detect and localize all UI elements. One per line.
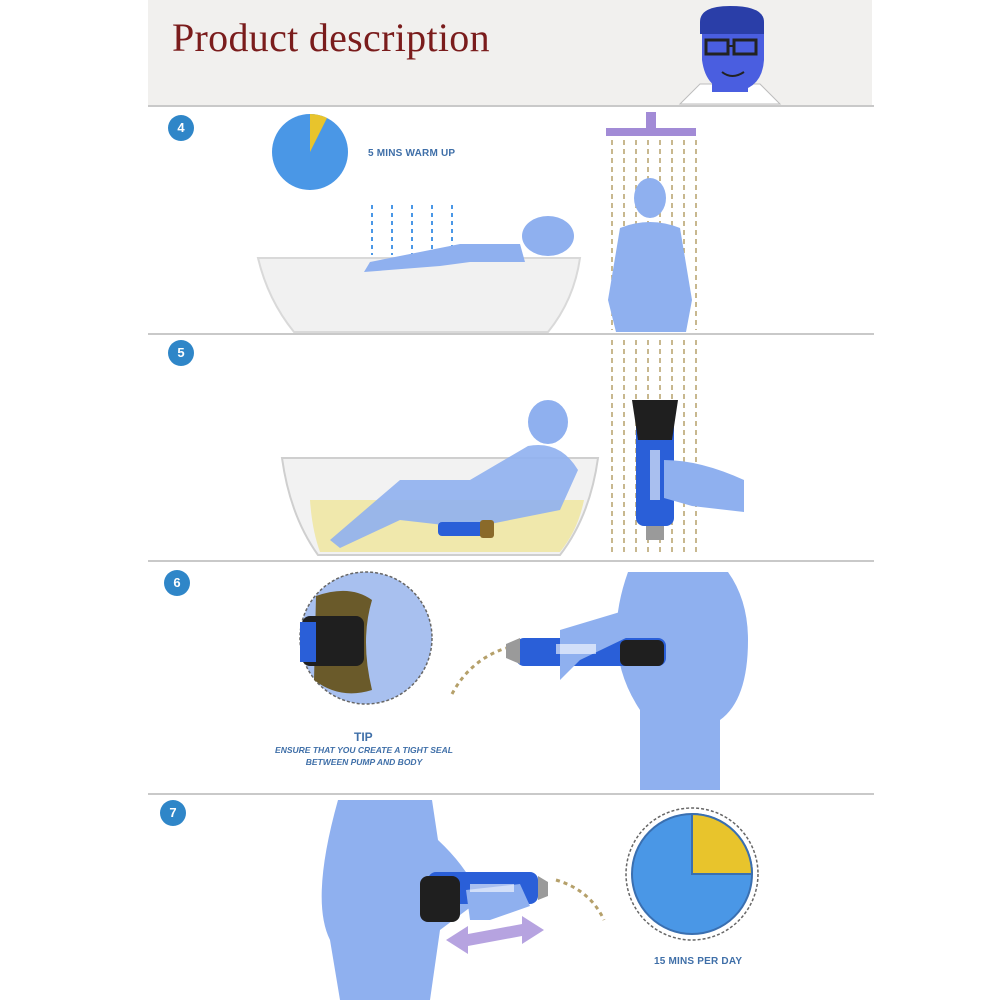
daily-pie-chart bbox=[625, 807, 759, 941]
divider-line bbox=[148, 333, 874, 335]
hand-holding-pump bbox=[632, 400, 744, 540]
seal-detail-circle bbox=[299, 571, 433, 705]
dotted-arrow-curve-2 bbox=[555, 878, 606, 921]
step-badge: 4 bbox=[168, 115, 194, 141]
step-badge: 5 bbox=[168, 340, 194, 366]
shower-head bbox=[606, 112, 696, 136]
heat-rising-lines bbox=[371, 205, 453, 255]
tip-text-line-2: BETWEEN PUMP AND BODY bbox=[305, 757, 423, 767]
step-badge: 7 bbox=[160, 800, 186, 826]
scientist-avatar-icon bbox=[678, 6, 782, 105]
standing-person-side-pump bbox=[506, 572, 748, 790]
warmup-pie-chart bbox=[272, 113, 348, 190]
dotted-arrow-curve bbox=[450, 646, 507, 695]
tip-title: TIP bbox=[354, 730, 373, 744]
divider-line bbox=[148, 793, 874, 795]
divider-line bbox=[148, 560, 874, 562]
page-title: Product description bbox=[172, 15, 490, 60]
back-forth-arrow bbox=[446, 916, 544, 954]
divider-line bbox=[148, 105, 874, 107]
tip-text-line-1: ENSURE THAT YOU CREATE A TIGHT SEAL bbox=[275, 745, 453, 755]
warmup-caption: 5 MINS WARM UP bbox=[368, 148, 456, 159]
bathtub-lying-person bbox=[256, 216, 582, 333]
step-badge: 6 bbox=[164, 570, 190, 596]
daily-caption: 15 MINS PER DAY bbox=[654, 956, 743, 967]
bathtub-with-water bbox=[280, 400, 600, 556]
standing-person-front-pump bbox=[321, 800, 548, 1000]
standing-person-shower bbox=[608, 178, 692, 332]
